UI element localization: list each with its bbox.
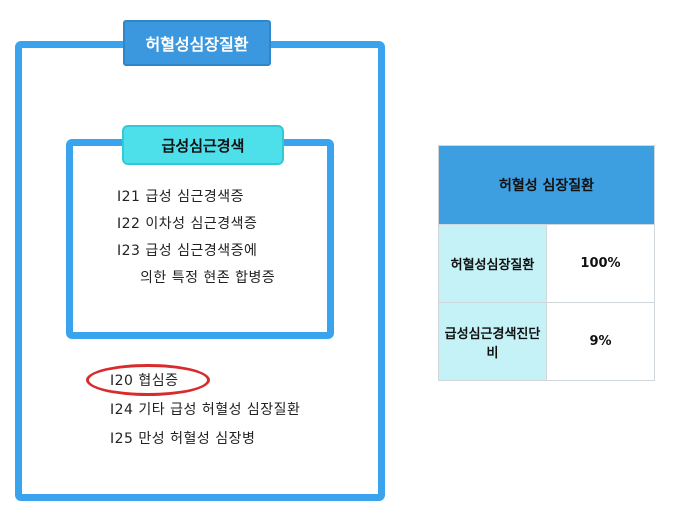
outer-item-i24: I24 기타 급성 허혈성 심장질환 [110, 402, 301, 418]
table-row: 급성심근경색진단비 9% [438, 302, 655, 381]
inner-item-i23: I23 급성 심근경색증에 [117, 243, 258, 259]
highlight-ellipse [86, 364, 210, 396]
table-row-value: 9% [546, 302, 655, 381]
table-row-value: 100% [546, 224, 655, 303]
table-row-label: 허혈성심장질환 [438, 224, 547, 303]
inner-frame [66, 139, 334, 339]
inner-group-title: 급성심근경색 [122, 125, 284, 165]
info-table: 허혈성 심장질환 허혈성심장질환 100% 급성심근경색진단비 9% [438, 145, 655, 381]
outer-group-title: 허혈성심장질환 [123, 20, 271, 66]
outer-item-i25: I25 만성 허혈성 심장병 [110, 431, 256, 447]
table-row: 허혈성심장질환 100% [438, 224, 655, 303]
inner-item-i23-cont: 의한 특정 현존 합병증 [140, 270, 276, 286]
inner-item-i21: I21 급성 심근경색증 [117, 189, 245, 205]
table-row-label: 급성심근경색진단비 [438, 302, 547, 381]
table-header: 허혈성 심장질환 [438, 145, 655, 225]
inner-item-i22: I22 이차성 심근경색증 [117, 216, 258, 232]
